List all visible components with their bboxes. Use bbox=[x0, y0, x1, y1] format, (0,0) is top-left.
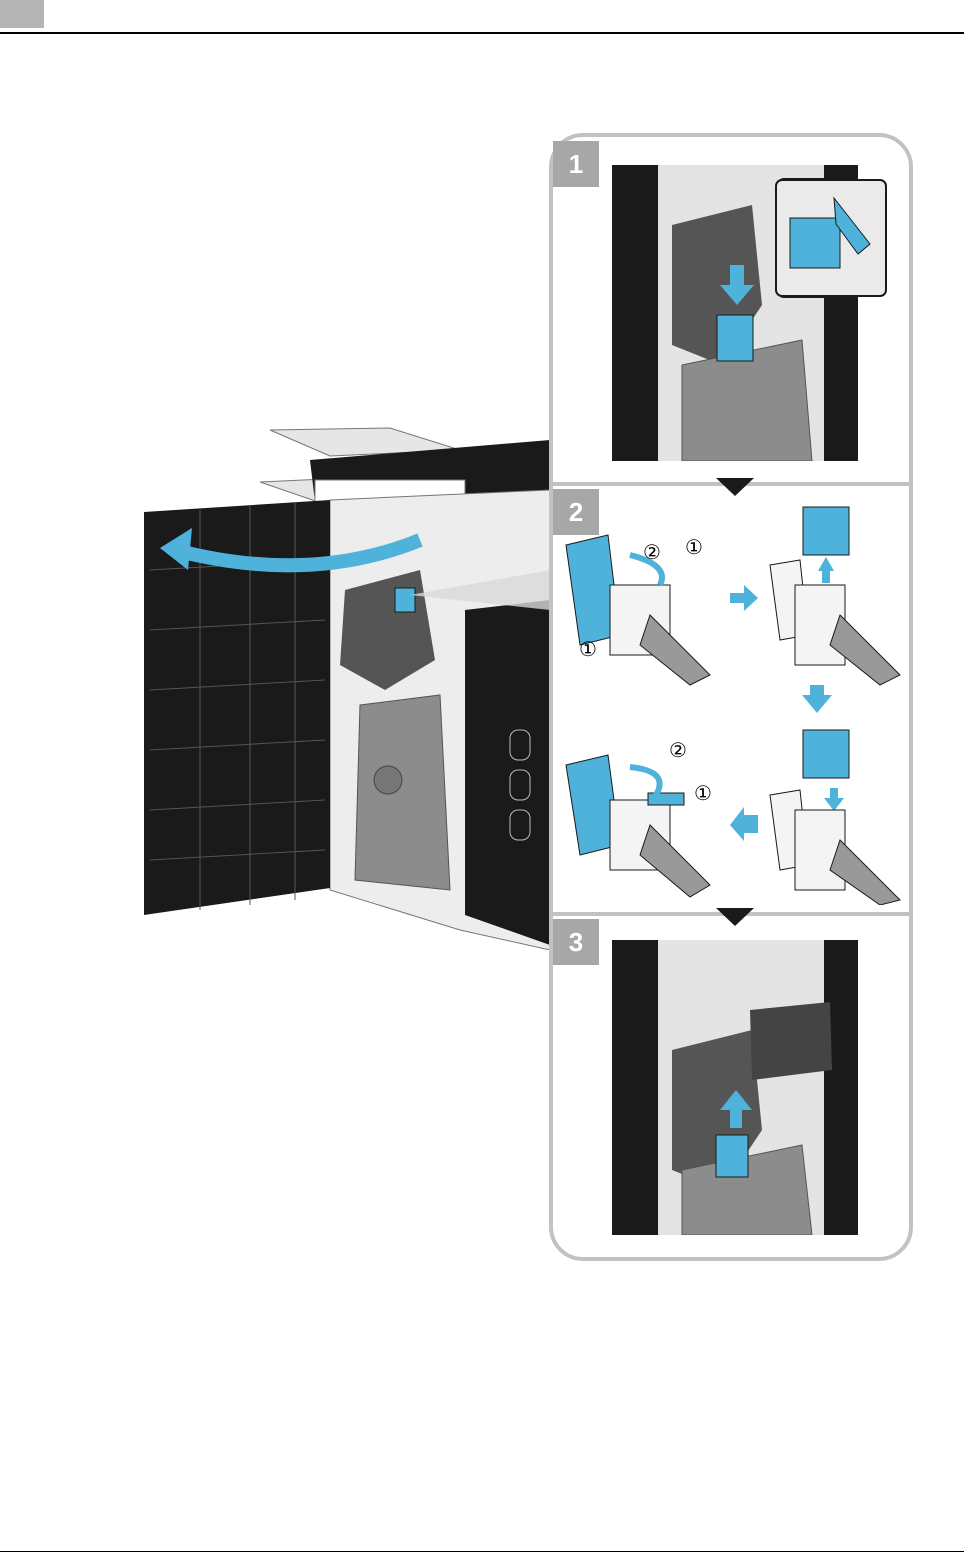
callout-2b: ② bbox=[669, 738, 687, 762]
step-1-zoom-inset bbox=[774, 178, 888, 298]
step-3-illustration bbox=[612, 940, 858, 1235]
header-rule bbox=[0, 32, 964, 34]
step-1-badge: 1 bbox=[553, 141, 599, 187]
footer-rule bbox=[0, 1551, 964, 1552]
step-arrow-2 bbox=[716, 908, 754, 926]
finisher-illustration bbox=[130, 410, 550, 950]
callout-1c: ① bbox=[694, 781, 712, 805]
step-arrow-1 bbox=[716, 478, 754, 496]
header-tab bbox=[0, 0, 44, 28]
callout-1a: ① bbox=[685, 535, 703, 559]
callout-1b: ① bbox=[579, 637, 597, 661]
callout-2a: ② bbox=[643, 540, 661, 564]
step-3-badge: 3 bbox=[553, 919, 599, 965]
step-2-illustration bbox=[560, 505, 908, 905]
step-3-number: 3 bbox=[569, 927, 583, 958]
step-1-number: 1 bbox=[569, 149, 583, 180]
